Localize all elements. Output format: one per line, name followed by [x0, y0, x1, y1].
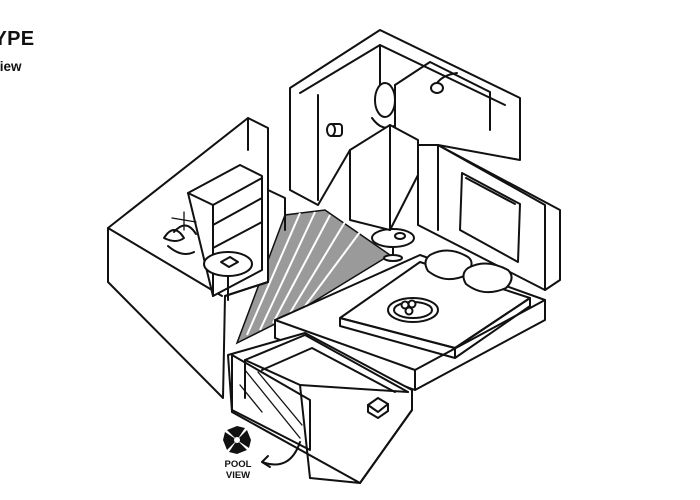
- wardrobe-shelves: [163, 164, 286, 301]
- pinwheel-icon: [223, 426, 251, 454]
- pool-view-label: POOL VIEW: [218, 459, 258, 481]
- bathroom: [289, 29, 521, 206]
- bedside-table: [371, 228, 415, 262]
- pillow-right: [462, 262, 513, 294]
- pool-view-arrow: [261, 441, 301, 468]
- toilet: [374, 82, 396, 118]
- wooden-floor: [235, 209, 392, 345]
- headboard: [459, 172, 521, 263]
- shower-head-icon: [430, 82, 444, 94]
- hanging-clothes: [163, 229, 185, 242]
- bed-back-wall: [417, 144, 561, 291]
- plan-subtitle: al View: [0, 59, 22, 74]
- pool-view-line-2: VIEW: [225, 470, 251, 481]
- pool-view-line-1: POOL: [224, 459, 252, 470]
- plan-title: -TYPE: [0, 28, 35, 50]
- bathtub: [227, 332, 413, 484]
- glass-panel: [231, 354, 311, 451]
